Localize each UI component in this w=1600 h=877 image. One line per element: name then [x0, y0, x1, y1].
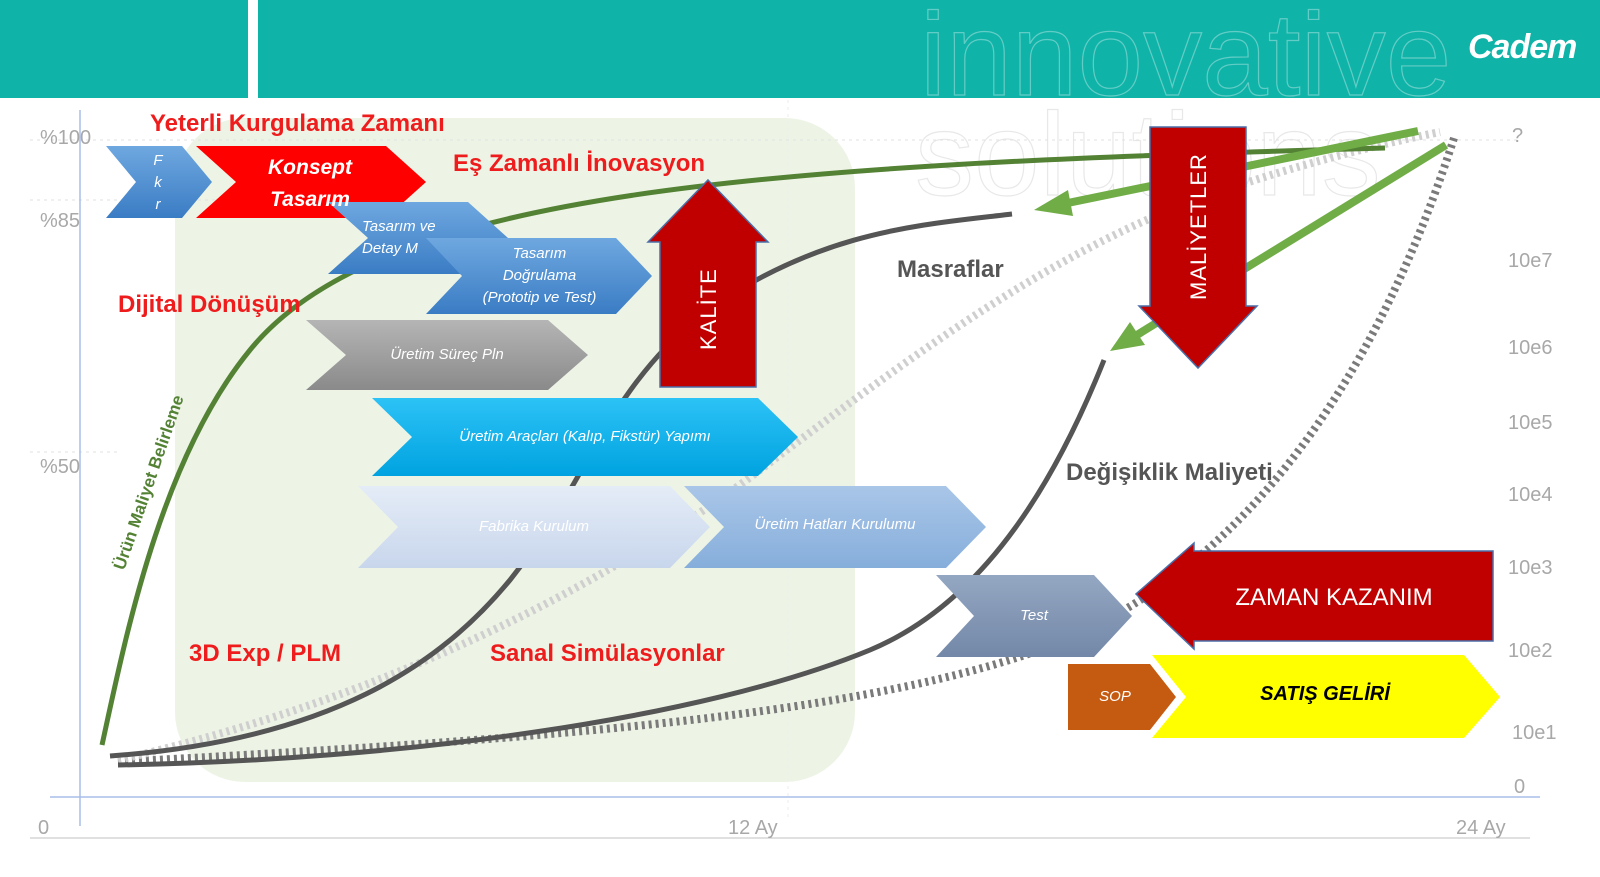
step-konsept-line-2: Tasarım [270, 188, 350, 211]
left-axis-85: %85 [40, 210, 81, 232]
satis-geliri-arrow [1152, 655, 1500, 738]
right-axis-10e7: 10e7 [1508, 250, 1553, 272]
right-axis-0: 0 [1514, 776, 1526, 798]
step-tasarim-dogrulama-line-2: Doğrulama [502, 267, 577, 284]
label-degisiklik-maliyeti: Değişiklik Maliyeti [1066, 459, 1273, 486]
step-fikir-char-3: r [155, 196, 161, 213]
right-axis-10e6: 10e6 [1508, 337, 1553, 359]
zaman-kazanim-label: ZAMAN KAZANIM [1235, 584, 1433, 611]
step-tasarim-dogrulama-line-1: Tasarım [512, 245, 567, 262]
sop-label: SOP [1099, 688, 1131, 705]
title-plm: 3D Exp / PLM [189, 640, 342, 667]
step-fikir [106, 146, 212, 218]
change-cost-curve [117, 359, 1107, 768]
title-kurgulama: Yeterli Kurgulama Zamanı [150, 110, 445, 137]
right-axis-10e1: 10e1 [1512, 722, 1557, 744]
right-axis-10e4: 10e4 [1508, 484, 1553, 506]
step-fikir-char-2: k [154, 174, 162, 191]
step-fabrika-label: Fabrika Kurulum [478, 518, 590, 535]
step-tasarim-dogrulama [426, 238, 652, 314]
satis-geliri-label: SATIŞ GELİRİ [1260, 683, 1390, 705]
step-uretim-hatlari-label: Üretim Hatları Kurulumu [754, 516, 916, 533]
maliyetler-down-arrow [1137, 126, 1259, 370]
product-cost-determination-curve [99, 145, 1386, 746]
kalite-label: KALİTE [696, 268, 721, 350]
step-test [936, 575, 1132, 657]
right-axis-10e3: 10e3 [1508, 557, 1553, 579]
right-axis-10e2: 10e2 [1508, 640, 1553, 662]
step-fikir-char-1: F [153, 152, 163, 169]
step-uretim-surec-label: Üretim Süreç Pln [390, 346, 504, 363]
step-uretim-araclari-label: Üretim Araçları (Kalıp, Fikstür) Yapımı [459, 428, 711, 445]
x-axis-24ay: 24 Ay [1456, 817, 1506, 839]
step-test-label: Test [1020, 607, 1048, 624]
title-simulasyon: Sanal Simülasyonlar [490, 640, 725, 667]
step-fabrika [358, 486, 710, 568]
label-masraflar: Masraflar [897, 256, 1004, 283]
header-bar-left [0, 0, 248, 98]
step-tasarim-detay-line-1: Tasarım ve [362, 218, 436, 235]
zaman-kazanim-arrow [1134, 541, 1494, 651]
step-uretim-surec [306, 320, 588, 390]
header-bar-right [258, 0, 1600, 98]
right-axis-10e5: 10e5 [1508, 412, 1553, 434]
left-axis-50: %50 [40, 456, 81, 478]
step-konsept [196, 146, 426, 218]
maliyetler-label: MALİYETLER [1186, 153, 1211, 300]
cadem-logo: Cadem [1468, 28, 1577, 66]
x-axis-12ay: 12 Ay [728, 817, 778, 839]
green-arrowhead-2 [1110, 322, 1145, 351]
left-axis-100: %100 [40, 127, 92, 149]
green-arrowhead-1 [1034, 190, 1073, 216]
right-axis-q: ? [1512, 125, 1524, 147]
step-uretim-araclari [372, 398, 798, 476]
sop-box [1068, 664, 1176, 730]
step-tasarim-dogrulama-line-3: (Prototip ve Test) [482, 289, 597, 306]
watermark-innovative: innovative [920, 0, 1451, 121]
title-inovasyon: Eş Zamanlı İnovasyon [453, 150, 706, 177]
step-konsept-line-1: Konsept [268, 156, 352, 179]
title-dijital: Dijital Dönüşüm [118, 291, 301, 318]
kalite-up-arrow [646, 178, 770, 388]
step-uretim-hatlari [684, 486, 986, 568]
x-axis-0: 0 [38, 817, 50, 839]
step-tasarim-detay-line-2: Detay M [362, 240, 418, 257]
